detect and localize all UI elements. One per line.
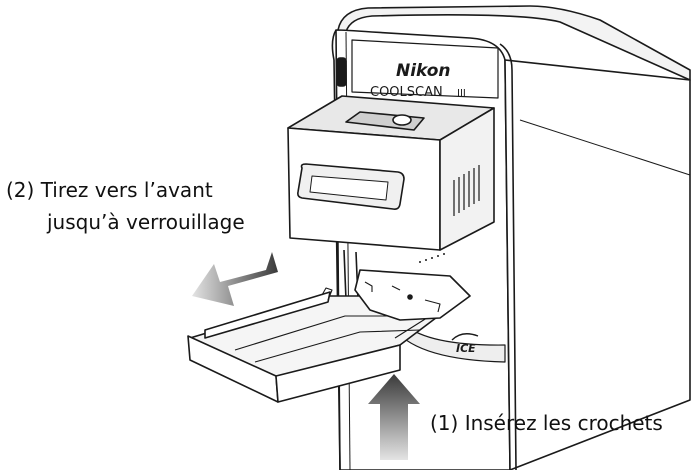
ice-badge-label: ICE (456, 342, 476, 355)
model-name: COOLSCAN (370, 85, 443, 100)
step2-instruction-line2: jusqu’à verrouillage (47, 210, 245, 234)
insert-up-arrow (368, 374, 420, 460)
film-holder (287, 95, 495, 301)
film-adapter-tray (187, 269, 471, 403)
slot-dots (419, 253, 445, 263)
ice-badge: ICE (451, 333, 479, 355)
nikon-logo: Nikon (396, 61, 451, 81)
model-suffix: III (457, 88, 466, 99)
pull-forward-arrow (192, 252, 278, 306)
step2-instruction-line1: (2) Tirez vers l’avant (6, 178, 213, 202)
step1-instruction: (1) Insérez les crochets (430, 411, 663, 435)
